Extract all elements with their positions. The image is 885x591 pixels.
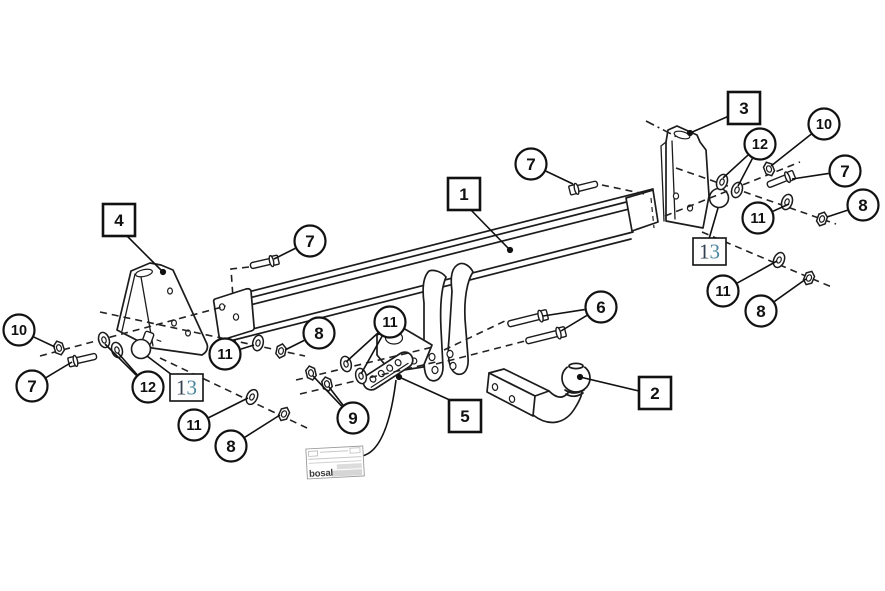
bolt-7-left	[248, 253, 281, 273]
svg-text:11: 11	[715, 284, 730, 300]
bolt-7-far-left	[66, 349, 99, 369]
nut-8	[801, 268, 817, 288]
callout-box-4: 4	[101, 202, 167, 276]
nut-8	[274, 342, 288, 360]
callout-box-2: 2	[576, 373, 673, 411]
callout-circle-8: 8	[284, 316, 336, 351]
nut-8	[276, 404, 292, 424]
washer-11	[353, 366, 369, 386]
svg-text:11: 11	[382, 315, 397, 331]
washer-11	[243, 386, 261, 408]
svg-text:11: 11	[750, 211, 765, 227]
link-reference-13: 13	[176, 376, 197, 400]
svg-text:12: 12	[752, 137, 768, 153]
nut-8	[814, 209, 830, 229]
callout-circle-11: 11	[177, 397, 249, 442]
callout-circle-8: 8	[826, 188, 880, 222]
bolt-6-lower	[523, 324, 568, 348]
svg-text:11: 11	[186, 418, 201, 434]
callout-box-5: 5	[395, 373, 483, 434]
callout-circle-9: 9	[312, 375, 370, 435]
svg-text:6: 6	[596, 298, 605, 317]
callout-circle-7: 7	[273, 224, 327, 260]
svg-text:10: 10	[11, 323, 27, 339]
crossbar-end-face	[625, 189, 659, 232]
right-bracket-drawing	[650, 125, 730, 229]
svg-text:1: 1	[459, 185, 468, 204]
callout-box-3: 3	[686, 90, 762, 137]
callout-circle-7: 7	[15, 361, 73, 403]
callout-circle-11: 11	[208, 337, 255, 371]
callout-circle-11: 11	[741, 201, 790, 235]
ball-mount-drawing	[486, 360, 591, 424]
svg-text:5: 5	[460, 407, 469, 426]
washer-12	[728, 180, 746, 200]
svg-text:10: 10	[816, 117, 832, 133]
bolt-7-top	[567, 177, 600, 197]
support-arms-drawing	[376, 262, 474, 382]
svg-text:7: 7	[27, 377, 36, 396]
callout-circle-10: 10	[770, 107, 841, 167]
link-reference-13: 13	[699, 240, 720, 264]
svg-text:8: 8	[858, 196, 867, 215]
brand-label-text: bosal	[309, 468, 333, 480]
washer-12	[95, 330, 113, 350]
left-bracket-drawing	[116, 262, 209, 360]
bolt-6-upper	[505, 307, 550, 331]
svg-text:2: 2	[650, 384, 659, 403]
washer-11	[250, 333, 266, 353]
svg-text:8: 8	[226, 437, 235, 456]
callout-circle-8: 8	[214, 414, 281, 463]
svg-text:3: 3	[739, 99, 748, 118]
callout-circle-6: 6	[542, 290, 618, 332]
svg-text:7: 7	[305, 232, 314, 251]
callout-box-1: 1	[446, 176, 514, 254]
callout-circle-7: 7	[514, 147, 574, 185]
nut-10	[51, 339, 67, 357]
callout-box-13[interactable]: 13	[692, 207, 727, 266]
callout-circle-12: 12	[104, 343, 165, 404]
svg-text:8: 8	[756, 302, 765, 321]
product-label: bosal	[305, 379, 397, 480]
svg-text:9: 9	[348, 409, 357, 428]
svg-text:4: 4	[114, 211, 124, 230]
small-bracket-part5-drawing	[362, 351, 414, 391]
callout-circle-11: 11	[345, 305, 407, 375]
callout-circle-10: 10	[2, 313, 56, 348]
callout-circle-8: 8	[744, 278, 807, 328]
svg-text:7: 7	[840, 162, 849, 181]
svg-text:8: 8	[314, 324, 323, 343]
callout-circle-7: 7	[791, 154, 862, 188]
svg-text:7: 7	[526, 155, 535, 174]
svg-text:12: 12	[140, 380, 156, 396]
callout-box-13[interactable]: 13	[146, 355, 204, 402]
callout-circle-12: 12	[722, 127, 777, 187]
callout-circle-11: 11	[706, 260, 778, 308]
svg-text:11: 11	[217, 347, 232, 363]
